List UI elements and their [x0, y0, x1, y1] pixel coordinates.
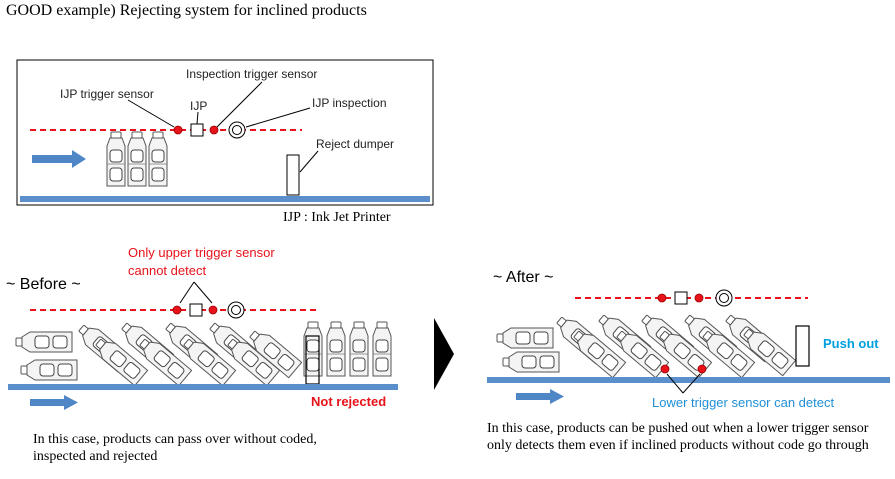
top-panel-frame	[16, 59, 434, 206]
before-lying-bottles	[15, 331, 78, 381]
lower-trigger-sensor-left	[660, 364, 670, 374]
before-callout-arrows	[179, 281, 213, 304]
after-lying-bottles	[496, 327, 560, 373]
top-leader-lines	[127, 81, 319, 173]
before-conveyor	[8, 384, 398, 390]
push-out-label: Push out	[823, 336, 879, 351]
after-ijp-inspection-camera	[715, 289, 733, 307]
label-ijp-trigger-sensor: IJP trigger sensor	[60, 87, 154, 101]
top-bottles	[106, 131, 168, 187]
top-ijp-trigger-sensor	[173, 125, 183, 135]
top-reject-dumper	[286, 154, 300, 196]
before-inspection-trigger-sensor	[208, 305, 218, 315]
page-title: GOOD example) Rejecting system for incli…	[6, 2, 367, 19]
lower-trigger-callout: Lower trigger sensor can detect	[652, 395, 834, 410]
label-inspection-trigger-sensor: Inspection trigger sensor	[186, 67, 317, 81]
label-ijp: IJP	[190, 99, 207, 113]
lower-trigger-sensor-right	[697, 364, 707, 374]
after-reject-dumper	[795, 325, 810, 367]
after-flow-arrow	[516, 389, 564, 404]
after-callout-arrows	[666, 373, 701, 394]
top-ijp-box	[190, 123, 204, 137]
ijp-legend: IJP : Ink Jet Printer	[283, 210, 391, 225]
before-note: In this case, products can pass over wit…	[33, 432, 317, 464]
before-ijp-inspection-camera	[227, 301, 245, 319]
top-inspection-trigger-sensor	[209, 125, 219, 135]
before-callout-line2: cannot detect	[128, 263, 206, 278]
top-ijp-inspection-camera	[228, 121, 246, 139]
after-heading: ~ After ~	[493, 269, 553, 286]
label-reject-dumper: Reject dumper	[316, 137, 394, 151]
top-conveyor	[20, 196, 430, 202]
before-heading: ~ Before ~	[6, 276, 81, 293]
after-note: In this case, products can be pushed out…	[487, 421, 869, 453]
top-flow-arrow	[32, 150, 86, 168]
after-inspection-trigger-sensor	[694, 293, 704, 303]
after-inclined-bottles	[552, 309, 797, 379]
transition-arrow-icon	[434, 318, 454, 390]
not-rejected-label: Not rejected	[311, 394, 386, 409]
before-ijp-box	[189, 303, 203, 317]
before-ijp-trigger-sensor	[172, 305, 182, 315]
label-ijp-inspection: IJP inspection	[312, 96, 387, 110]
after-ijp-box	[674, 291, 688, 305]
before-upright-bottles	[303, 321, 392, 377]
after-ijp-trigger-sensor	[657, 293, 667, 303]
before-callout-line1: Only upper trigger sensor	[128, 245, 275, 260]
after-conveyor	[487, 377, 890, 383]
before-inclined-bottles	[74, 317, 303, 387]
before-flow-arrow	[30, 395, 78, 410]
